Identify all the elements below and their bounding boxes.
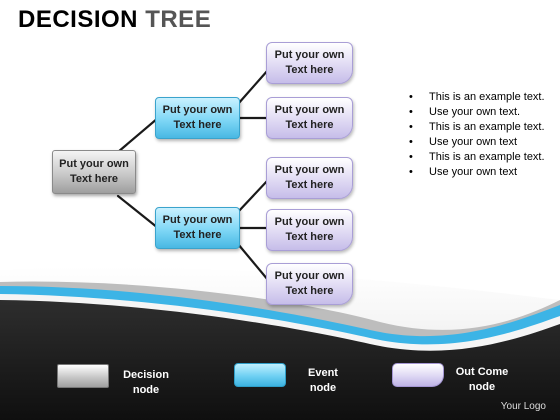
legend-outcome-line2: node [468,381,496,393]
title-word-tree: TREE [145,6,212,33]
bullet-item: This is an example text. [405,120,555,135]
event-node-1-label: Put your own Text here [162,104,233,131]
connector-event2-outcome3 [236,178,270,214]
outcome-node-5[interactable]: Put your own Text here [266,263,353,305]
legend-event-line1: Event [308,367,338,379]
legend-decision-line1: Decision [123,369,169,381]
event-node-2[interactable]: Put your own Text here [155,207,240,249]
legend-outcome-swatch [392,363,444,387]
connector-decision-event1 [116,116,160,154]
decision-node[interactable]: Put your own Text here [52,150,136,194]
connector-decision-event2 [116,194,160,230]
dark-footer [0,300,560,420]
legend-outcome-label: Out Come node [447,365,517,395]
outcome-node-5-label: Put your own Text here [274,270,345,297]
outcome-node-4-label: Put your own Text here [274,216,345,243]
legend-decision-label: Decision node [111,368,181,398]
bullet-list: This is an example text. Use your own te… [405,90,555,180]
connector-event2-outcome5 [236,242,270,282]
legend-decision-swatch [57,364,109,388]
bullet-item: Use your own text [405,165,555,180]
outcome-node-1[interactable]: Put your own Text here [266,42,353,84]
legend-event-label: Event node [288,366,358,396]
logo-text: Your Logo [500,401,546,412]
outcome-node-2-label: Put your own Text here [274,104,345,131]
event-node-1[interactable]: Put your own Text here [155,97,240,139]
event-node-2-label: Put your own Text here [162,214,233,241]
outcome-node-1-label: Put your own Text here [274,49,345,76]
legend-event-line2: node [309,382,337,394]
bullet-item: Use your own text [405,135,555,150]
outcome-node-2[interactable]: Put your own Text here [266,97,353,139]
connector-event1-outcome1 [236,68,270,106]
legend-event-swatch [234,363,286,387]
outcome-node-3[interactable]: Put your own Text here [266,157,353,199]
bullet-item: This is an example text. [405,90,555,105]
legend-outcome-line1: Out Come [455,366,509,378]
page-title: DECISION TREE [18,6,211,34]
bullet-item: Use your own text. [405,105,555,120]
title-word-decision: DECISION [18,6,139,33]
legend-decision-line2: node [132,384,160,396]
bullet-item: This is an example text. [405,150,555,165]
outcome-node-3-label: Put your own Text here [274,164,345,191]
outcome-node-4[interactable]: Put your own Text here [266,209,353,251]
connectors [116,68,270,282]
decision-node-label: Put your own Text here [59,158,129,185]
